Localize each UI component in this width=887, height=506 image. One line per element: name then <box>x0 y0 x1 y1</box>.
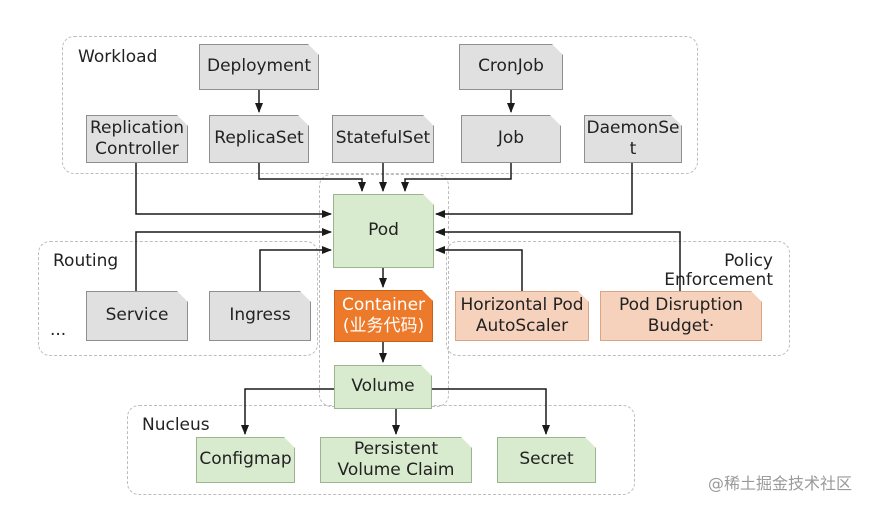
replicaset-node: ReplicaSet <box>209 115 309 163</box>
configmap-label: Configmap <box>199 449 292 470</box>
workload-region <box>62 36 698 174</box>
arrow-job-pod <box>401 163 512 192</box>
pvc-node: Persistent Volume Claim <box>320 437 472 483</box>
container-label: Container (业务代码) <box>341 294 426 336</box>
policy-enforcement-label: Policy Enforcement <box>664 251 773 290</box>
volume-node: Volume <box>334 365 432 409</box>
ingress-node: Ingress <box>209 291 311 341</box>
hpa-node: Horizontal Pod AutoScaler <box>455 291 589 341</box>
service-label: Service <box>105 305 169 326</box>
routing-ellipsis: ... <box>50 320 67 340</box>
volume-label: Volume <box>351 376 415 397</box>
arrow-volume-secret <box>432 388 550 435</box>
cronjob-node: CronJob <box>459 44 563 90</box>
policy-region <box>446 241 790 356</box>
pdb-node: Pod Disruption Budget· <box>600 291 762 341</box>
container-node: Container (业务代码) <box>334 290 433 342</box>
arrow-replicaset-pod <box>258 163 366 192</box>
deployment-label: Deployment <box>207 56 311 77</box>
watermark: @稀土掘金技术社区 <box>708 474 853 493</box>
routing-region <box>38 241 318 356</box>
nucleus-label: Nucleus <box>142 415 210 435</box>
arrow-hpa-pod <box>435 246 523 291</box>
pvc-label: Persistent Volume Claim <box>337 438 455 480</box>
statefulset-node: StatefulSet <box>332 115 434 163</box>
job-label: Job <box>497 128 525 149</box>
secret-node: Secret <box>497 437 596 483</box>
arrow-volume-configmap <box>241 388 334 435</box>
cronjob-label: CronJob <box>478 56 544 77</box>
replication-controller-node: Replication Controller <box>86 115 188 163</box>
configmap-node: Configmap <box>196 437 295 483</box>
ingress-label: Ingress <box>229 305 291 326</box>
hpa-label: Horizontal Pod AutoScaler <box>460 294 584 336</box>
daemonset-node: DaemonSe t <box>584 115 682 163</box>
pod-node: Pod <box>333 194 434 268</box>
deployment-node: Deployment <box>199 44 319 90</box>
workload-label: Workload <box>78 47 158 67</box>
service-node: Service <box>86 291 188 341</box>
arrow-pdb-pod <box>435 228 681 291</box>
arrow-ingress-pod <box>259 246 332 291</box>
pdb-label: Pod Disruption Budget· <box>618 294 744 336</box>
secret-label: Secret <box>519 449 574 470</box>
daemonset-label: DaemonSe t <box>586 117 680 159</box>
arrow-service-pod <box>135 228 332 291</box>
arrow-daemonset-pod <box>435 163 633 218</box>
statefulset-label: StatefulSet <box>335 128 431 149</box>
pod-label: Pod <box>368 220 399 241</box>
replication-controller-label: Replication Controller <box>89 117 185 159</box>
job-node: Job <box>461 115 561 163</box>
routing-label: Routing <box>53 251 119 271</box>
replicaset-label: ReplicaSet <box>214 128 304 149</box>
arrow-replication-controller-pod <box>135 163 332 218</box>
